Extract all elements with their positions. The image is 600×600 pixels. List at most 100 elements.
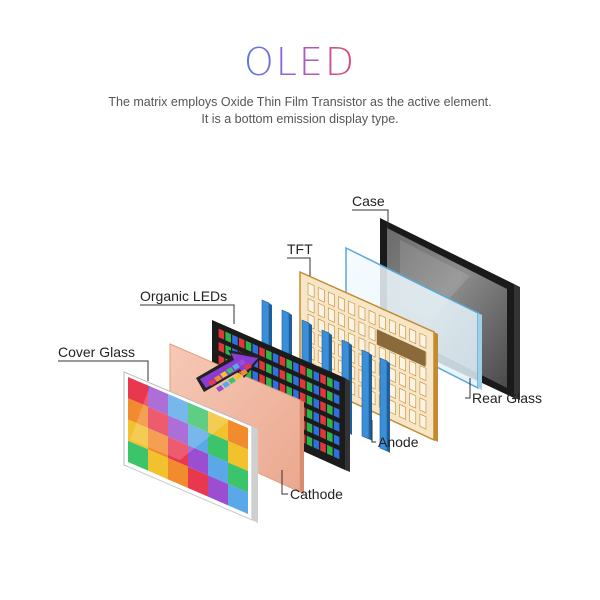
label-cover-glass: Cover Glass: [58, 344, 135, 360]
tft-cell: [389, 351, 396, 367]
tft-cell: [317, 302, 325, 319]
cover-glass-color-grid: [128, 377, 248, 514]
tft-cell: [389, 367, 396, 384]
led-subpixel: [232, 334, 238, 346]
led-subpixel: [333, 407, 340, 419]
tft-cell: [409, 328, 417, 345]
cover-glass-tile: [168, 415, 188, 446]
cover-glass-tile: [128, 419, 148, 450]
arrow-tile: [222, 381, 230, 388]
led-subpixel: [272, 352, 279, 364]
tft-cell: [419, 365, 427, 382]
label-organic-leds: Organic LEDs: [140, 288, 227, 304]
tft-cell: [399, 403, 406, 420]
tft-cell: [317, 286, 325, 303]
multicolor-arrow-icon: [196, 350, 262, 392]
led-subpixel: [327, 376, 333, 388]
arrow-tile: [220, 371, 228, 378]
led-subpixel: [299, 391, 306, 404]
page-subtitle: The matrix employs Oxide Thin Film Trans…: [40, 94, 560, 128]
tft-cell: [389, 383, 396, 400]
tft-cell: [409, 376, 417, 393]
tft-cell: [389, 399, 396, 416]
led-subpixel: [286, 385, 292, 397]
led-subpixel: [333, 379, 340, 391]
led-subpixel: [333, 420, 340, 432]
tft-cell: [378, 314, 386, 331]
led-subpixel: [266, 376, 272, 388]
cover-glass-tile: [188, 423, 208, 454]
tft-cell: [399, 371, 406, 388]
tft-cell: [368, 309, 376, 326]
tft-cell: [358, 305, 366, 322]
tft-cell: [368, 325, 376, 342]
tft-cell: [399, 323, 406, 340]
led-subpixel: [313, 370, 320, 382]
led-subpixel: [306, 381, 313, 393]
led-subpixel: [320, 428, 326, 440]
led-subpixel: [279, 355, 286, 367]
led-subpixel: [293, 361, 299, 373]
tft-cell: [338, 311, 345, 328]
tft-cell: [348, 300, 356, 317]
led-subpixel: [313, 411, 320, 423]
led-subpixel: [327, 417, 333, 429]
led-subpixel: [252, 370, 259, 382]
led-subpixel: [306, 422, 313, 434]
led-subpixel: [279, 369, 286, 381]
tft-cell: [368, 341, 376, 358]
led-subpixel: [286, 372, 292, 384]
arrow-tile: [214, 375, 222, 382]
anode-strip: [361, 349, 370, 440]
subtitle-line-1: The matrix employs Oxide Thin Film Trans…: [108, 95, 492, 109]
arrow-tile: [244, 363, 252, 370]
led-subpixel: [299, 364, 306, 376]
led-subpixel: [286, 358, 292, 370]
cover-glass-tile: [208, 432, 228, 463]
subtitle-line-2: It is a bottom emission display type.: [201, 112, 399, 126]
arrow-tile: [240, 369, 248, 376]
led-subpixel: [327, 403, 333, 416]
cover-glass-tile: [168, 436, 188, 467]
cover-glass-layer: [123, 371, 258, 523]
cover-glass-tile: [148, 385, 168, 416]
tft-cell: [389, 319, 396, 335]
led-subpixel: [320, 441, 326, 454]
cover-glass-tile: [228, 440, 248, 471]
led-subpixel: [313, 397, 320, 410]
tft-cell: [399, 355, 406, 372]
tft-cell: [358, 321, 366, 337]
tft-cell: [419, 332, 427, 349]
led-subpixel: [327, 390, 333, 402]
led-subpixel: [320, 400, 326, 413]
tft-cell: [419, 381, 427, 398]
led-subpixel: [259, 360, 265, 372]
cover-glass-tile: [228, 483, 248, 514]
arrow-tile: [238, 359, 246, 366]
led-subpixel: [313, 438, 320, 450]
led-subpixel: [327, 431, 333, 443]
cover-glass-tile: [128, 398, 148, 429]
label-case: Case: [352, 193, 385, 209]
led-subpixel: [313, 425, 320, 437]
cover-glass-tile: [208, 453, 228, 484]
led-subpixel: [320, 387, 326, 399]
arrow-tile: [234, 373, 242, 380]
led-subpixel: [306, 394, 313, 407]
led-subpixel: [299, 378, 306, 390]
tft-cell: [348, 316, 356, 333]
tft-cell: [399, 387, 406, 404]
tft-cell: [307, 282, 315, 298]
led-subpixel: [279, 382, 286, 394]
led-subpixel: [252, 343, 259, 355]
cover-glass-tile: [148, 449, 168, 480]
led-subpixel: [313, 384, 320, 396]
cover-glass-tile: [188, 466, 208, 497]
label-rear-glass: Rear Glass: [472, 390, 542, 406]
led-subpixel: [333, 434, 340, 446]
led-subpixel: [327, 444, 333, 457]
arrow-tile: [232, 363, 240, 370]
cover-glass-tile: [228, 419, 248, 450]
led-subpixel: [218, 328, 225, 340]
led-subpixel: [320, 414, 326, 426]
